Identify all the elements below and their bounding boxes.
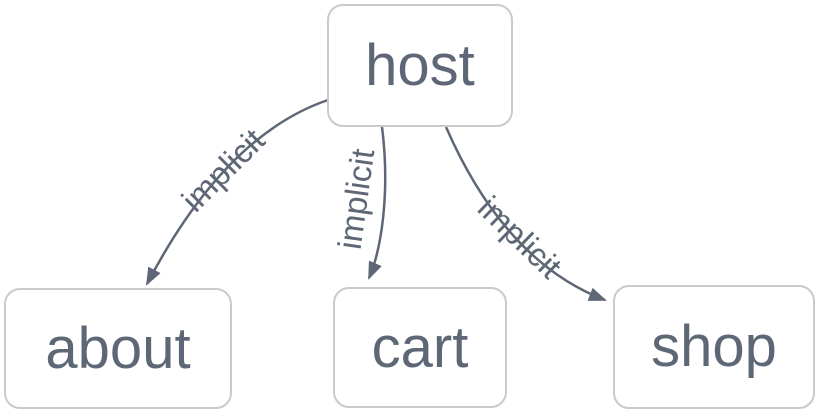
node-about: about [4, 288, 232, 409]
edge-host-shop [444, 126, 607, 302]
node-host-label: host [365, 32, 475, 98]
edge-label-host-cart: implicit [331, 146, 382, 251]
node-cart: cart [333, 287, 507, 408]
edge-host-about [145, 98, 329, 286]
edge-label-host-about: implicit [174, 121, 271, 218]
node-about-label: about [45, 315, 191, 381]
node-shop: shop [613, 285, 815, 409]
edge-label-host-shop: implicit [471, 189, 569, 286]
node-cart-label: cart [371, 314, 469, 380]
node-shop-label: shop [651, 314, 777, 379]
edge-host-cart [367, 126, 387, 280]
node-host: host [327, 4, 513, 127]
